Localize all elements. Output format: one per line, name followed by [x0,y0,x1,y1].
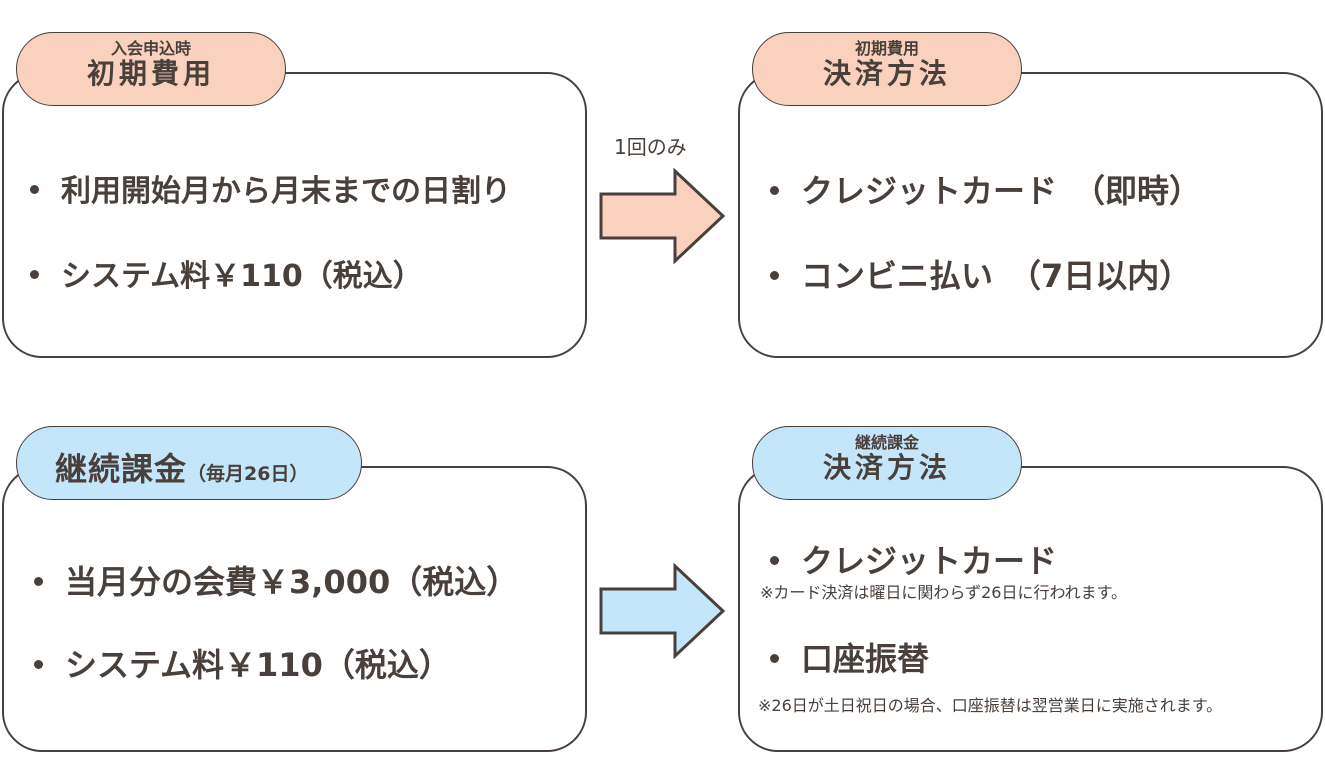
recurring-fee-tab-title: 継続課金 [55,450,188,488]
recurring-fee-item: システム料￥110（税込） [34,640,451,686]
bullet-dot [770,653,779,663]
recurring-payment-tab-subtitle: 継続課金 [854,433,919,452]
bullet-dot [770,555,779,565]
bullet-dot [770,185,779,195]
initial-fee-tab-subtitle: 入会申込時 [110,39,191,58]
right-arrow-icon [599,563,726,659]
recurring-fee-tab-suffix: （毎月26日） [187,463,309,485]
initial-payment-tab-subtitle: 初期費用 [854,39,919,58]
bullet-dot [34,659,43,669]
bank-transfer-note: ※26日が土日祝日の場合、口座振替は翌営業日に実施されます。 [758,696,1223,715]
recurring-fee-tab: 継続課金（毎月26日） [16,426,362,500]
bullet-dot [34,576,43,586]
bullet-dot [30,185,39,194]
initial-payment-tab-title: 決済方法 [822,57,951,90]
initial-fee-item: 利用開始月から月末までの日割り [30,166,511,210]
card-payment-note: ※カード決済は曜日に関わらず26日に行われます。 [760,583,1128,602]
recurring-payment-item: クレジットカード [770,536,1057,582]
initial-payment-box [738,72,1323,358]
right-arrow-icon [599,168,726,264]
arrow-label-once: 1回のみ [614,135,687,159]
recurring-fee-item: 当月分の会費￥3,000（税込） [34,557,518,603]
recurring-payment-item: 口座振替 [770,634,929,680]
bullet-dot [30,270,39,279]
initial-payment-item: コンビニ払い （7日以内） [770,251,1191,297]
initial-fee-box [2,72,587,358]
bullet-dot [770,270,779,280]
recurring-payment-tab: 継続課金 決済方法 [752,426,1022,500]
recurring-payment-box [738,466,1323,752]
initial-fee-item: システム料￥110（税込） [30,251,423,295]
recurring-payment-tab-title: 決済方法 [822,451,951,484]
initial-fee-tab-title: 初期費用 [86,57,215,90]
initial-fee-tab: 入会申込時 初期費用 [16,32,286,106]
recurring-fee-box [2,466,587,752]
initial-payment-item: クレジットカード （即時） [770,166,1201,212]
initial-payment-tab: 初期費用 決済方法 [752,32,1022,106]
